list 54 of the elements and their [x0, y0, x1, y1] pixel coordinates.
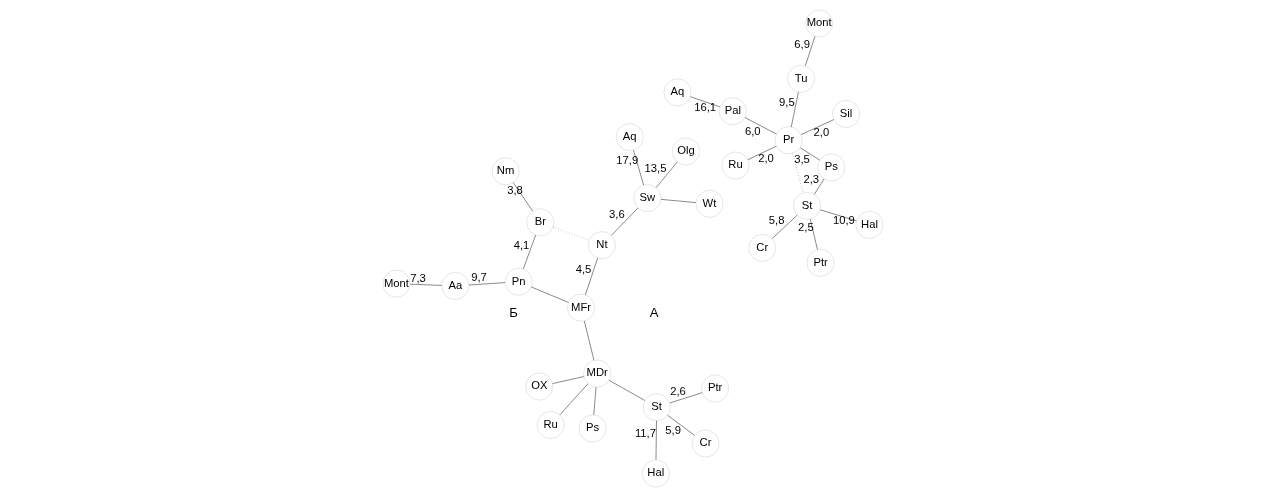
edge-label: 9,7 [470, 270, 487, 283]
edge-label: 13,5 [644, 161, 666, 174]
node-circle: Hal [641, 459, 670, 488]
node-circle: Br [526, 208, 554, 237]
edge-label: 7,3 [409, 271, 426, 284]
node-circle: Aq [663, 78, 691, 107]
node-circle: MFr [566, 293, 595, 322]
node-circle: Hal [855, 211, 883, 239]
edge-label: 2,0 [757, 151, 774, 164]
edge-label: 5,9 [664, 424, 681, 437]
edge-label: 2,3 [802, 173, 819, 186]
node-circle: Nt [587, 231, 616, 259]
edge-label: 2,0 [813, 126, 829, 139]
node-circle: Olg [671, 137, 700, 166]
node-circle: Sil [831, 100, 860, 128]
edge-label: 11,7 [634, 427, 656, 440]
node-circle: Tu [786, 65, 815, 93]
node-circle: Ru [536, 411, 564, 439]
node-circle: Sw [633, 184, 661, 212]
node-circle: OX [525, 372, 553, 401]
edge-label: 10,9 [832, 214, 855, 227]
node-circle: Pr [774, 126, 802, 155]
edge-label: 17,9 [615, 154, 638, 167]
node-circle: Pn [504, 267, 532, 296]
edge-label: 4,1 [513, 238, 529, 251]
node-circle: Aa [440, 272, 469, 300]
node-circle: Mont [382, 269, 410, 298]
edge-label: 3,6 [608, 208, 625, 221]
node-circle: Nm [491, 157, 519, 186]
node-circle: Ptr [806, 248, 834, 277]
edge-label: 5,8 [768, 213, 784, 226]
node-circle: Wt [695, 190, 723, 218]
edge-label: 2,6 [669, 384, 686, 397]
edge-label: 6,0 [744, 124, 761, 137]
node-circle: Aq [615, 123, 643, 151]
edge-label: 3,8 [506, 183, 523, 196]
node-circle: Cr [691, 429, 719, 458]
edge-label: 16,1 [693, 100, 716, 113]
node-circle: Ru [721, 151, 749, 180]
edge-label: 3,5 [793, 152, 810, 165]
node-circle: St [642, 393, 670, 421]
edge-label: 9,5 [778, 96, 795, 109]
edge-label: 4,5 [575, 263, 591, 276]
edge-label: 6,9 [793, 37, 810, 50]
label: А [649, 305, 658, 321]
node-circle: St [792, 192, 821, 220]
edge-label: 2,5 [797, 221, 814, 234]
node-circle: Ps [578, 414, 606, 443]
node-circle: Ptr [700, 374, 729, 403]
node-circle: MDr [582, 359, 611, 388]
node-circle: Mont [804, 9, 833, 38]
node-circle: Pal [718, 97, 747, 126]
label: Б [508, 305, 518, 321]
node-circle: Cr [747, 234, 776, 262]
